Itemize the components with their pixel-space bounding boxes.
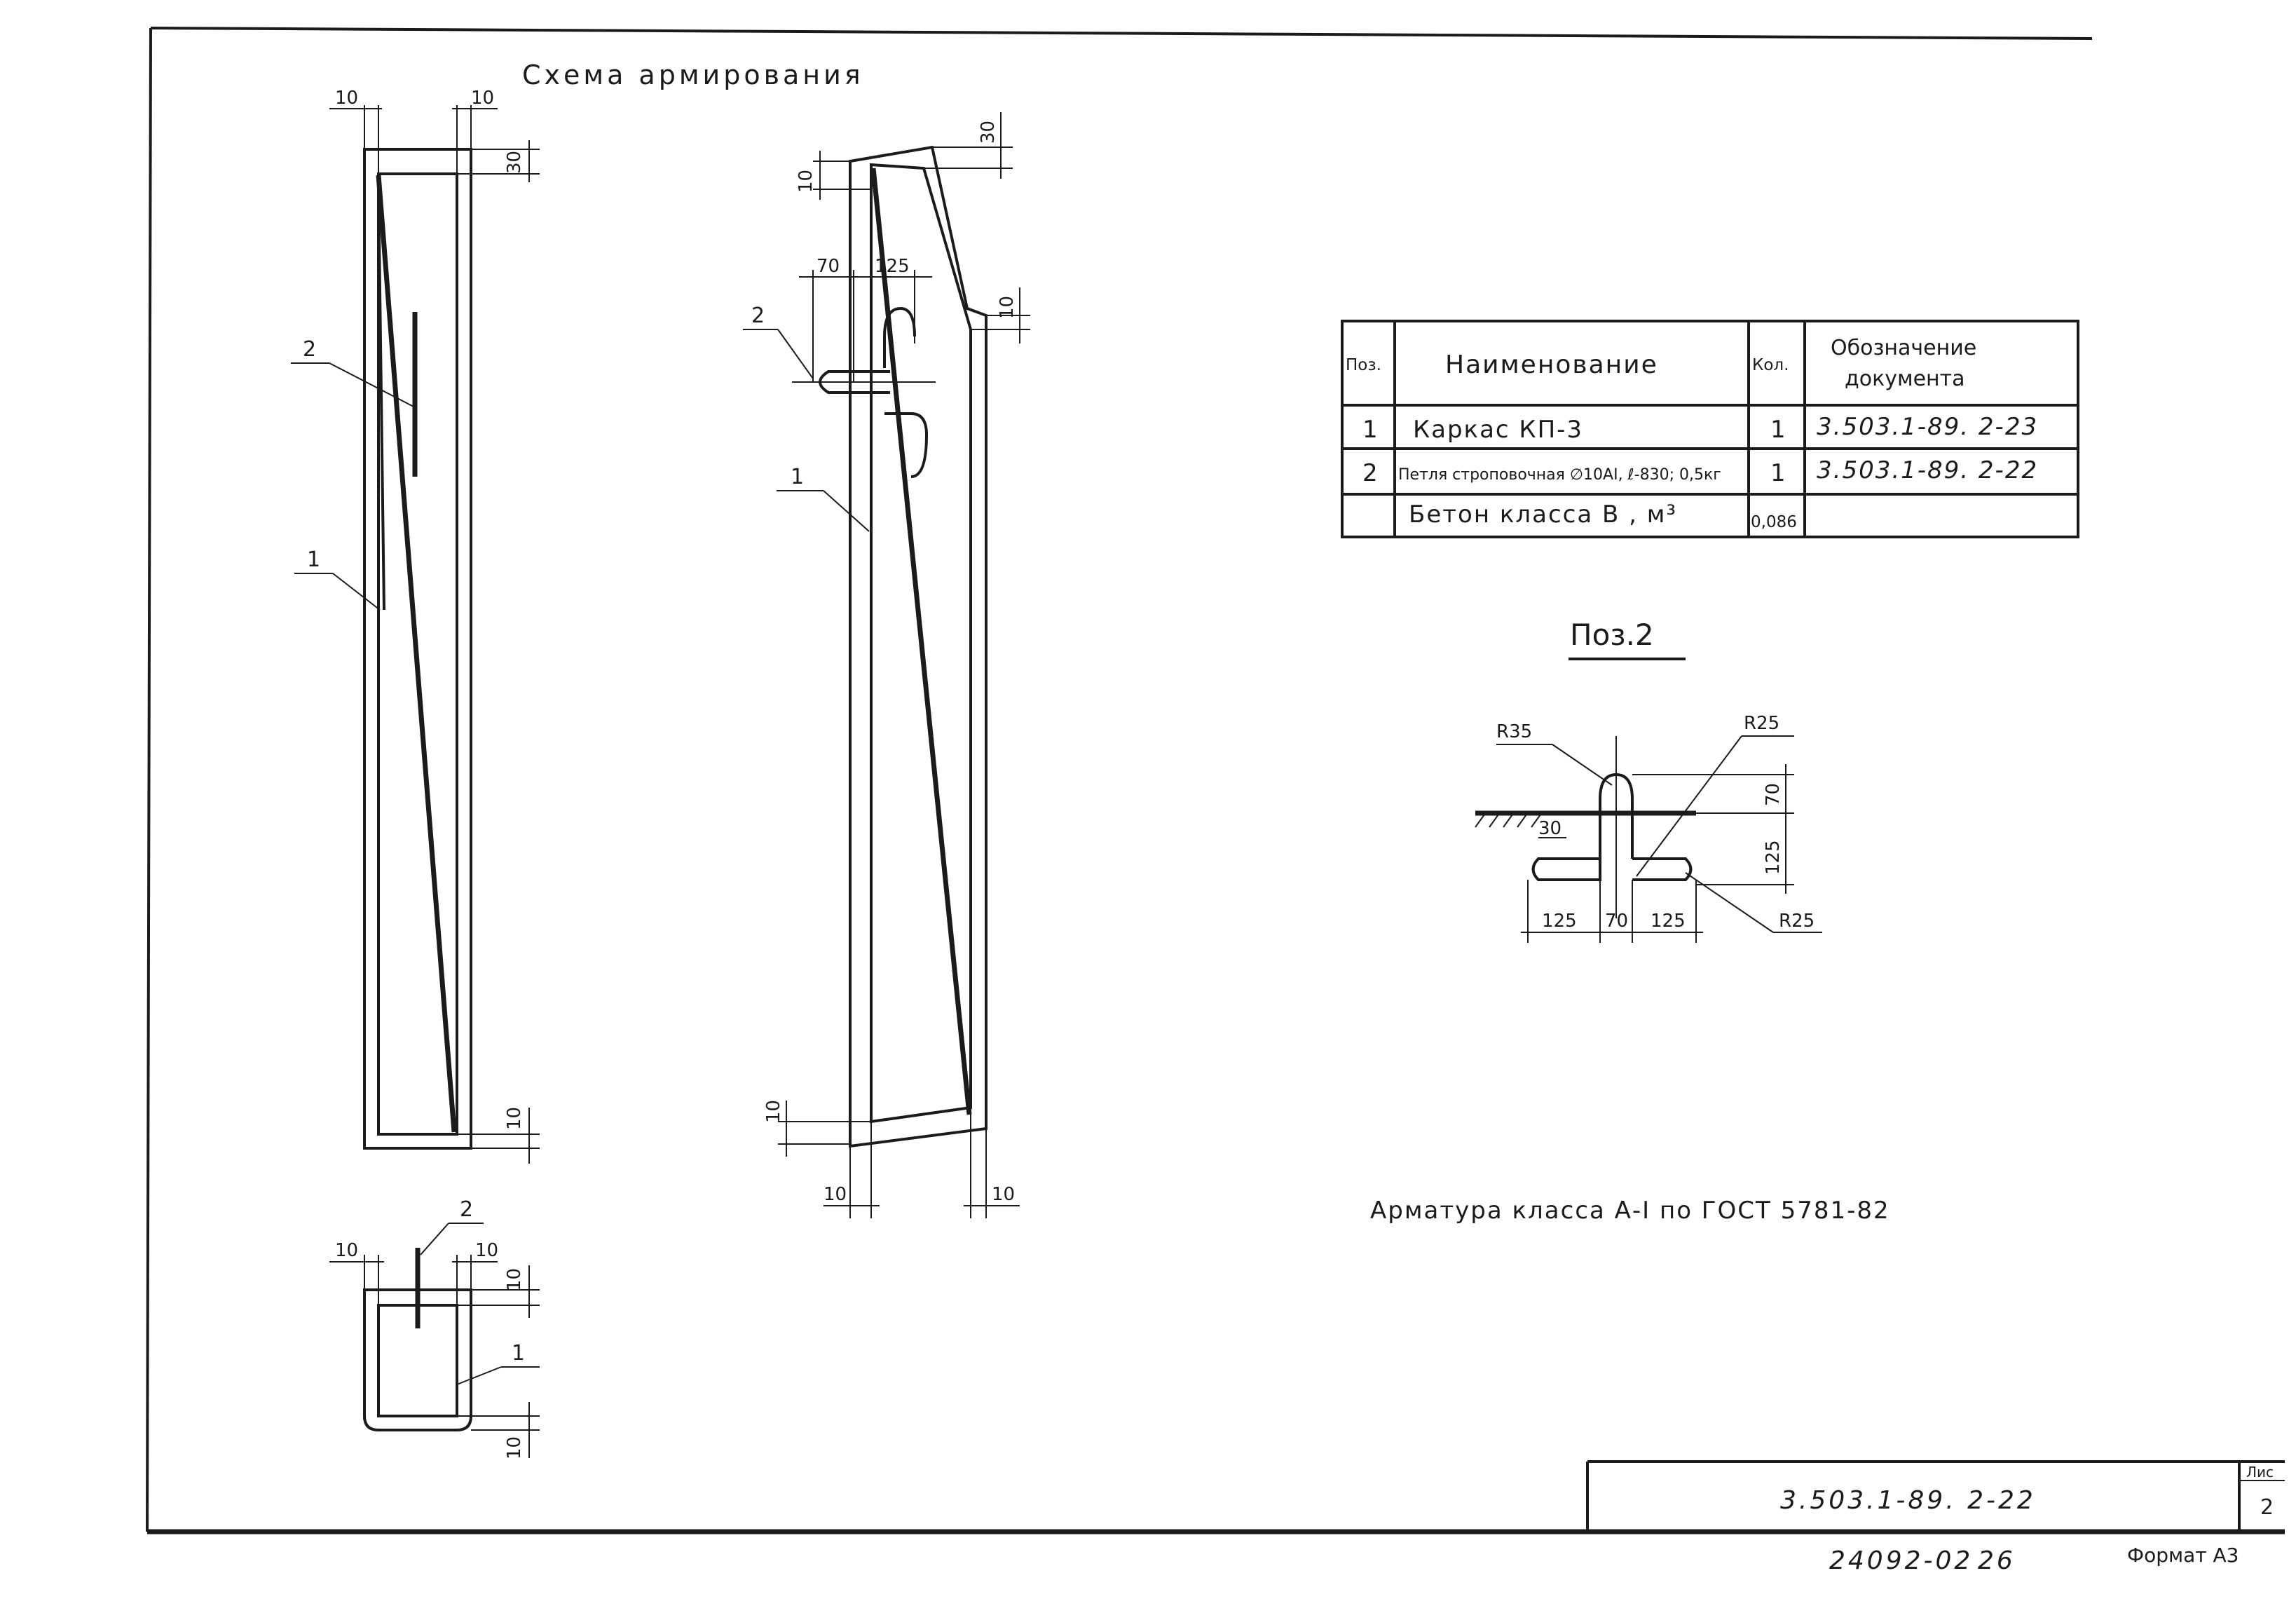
- callout-pos-1: 1: [307, 547, 320, 572]
- detail-dim-70-mid: 70: [1605, 911, 1628, 932]
- callout-pos-2: 2: [303, 337, 316, 362]
- dim-bottom-cover: 10: [504, 1107, 525, 1130]
- th-qty: Кол.: [1752, 356, 1789, 374]
- callout-side-pos-2: 2: [751, 304, 765, 328]
- row2-name: Петля строповочная ∅10АI, ℓ-830; 0,5кг: [1398, 466, 1721, 484]
- detail-pos-2: Поз.2 70 125 125 70 125: [1475, 618, 1822, 943]
- dim-sec-bottom: 10: [504, 1436, 525, 1459]
- th-doc-line1: Обозначение: [1831, 336, 1976, 360]
- view-front-elevation: 10 10 30 10 2 1: [291, 88, 540, 1164]
- dim-loop-height: 70: [816, 256, 840, 277]
- title-block: 3.503.1-89. 2-22 Лис 2 24092-02 26 Форма…: [1586, 1460, 2285, 1575]
- detail-title: Поз.2: [1570, 618, 1654, 652]
- detail-dim-125-right: 125: [1651, 911, 1686, 932]
- sheet-label: Лис: [2246, 1464, 2274, 1481]
- row2-doc: 3.503.1-89. 2-22: [1817, 456, 2038, 484]
- row1-pos: 1: [1362, 416, 1379, 444]
- doc-code: 3.503.1-89. 2-22: [1780, 1486, 2036, 1515]
- callout-sec-pos-1: 1: [512, 1341, 525, 1366]
- archive-number: 24092-02: [1829, 1546, 1973, 1575]
- detail-dim-30: 30: [1538, 818, 1562, 839]
- dim-side-bottom-left: 10: [824, 1184, 847, 1205]
- callout-side-pos-1: 1: [791, 465, 804, 489]
- format-label: Формат А3: [2127, 1544, 2239, 1567]
- row1-doc: 3.503.1-89. 2-23: [1817, 413, 2038, 441]
- row1-qty: 1: [1770, 416, 1787, 444]
- view-section: 10 10 10 10 2 1: [329, 1197, 540, 1459]
- dim-side-top-30: 30: [978, 121, 999, 144]
- row2-pos: 2: [1362, 459, 1379, 487]
- dim-side-bottom-right: 10: [992, 1184, 1015, 1205]
- detail-r25-bottom: R25: [1779, 911, 1815, 932]
- detail-dim-125-left: 125: [1542, 911, 1577, 932]
- row3-qty: 0,086: [1751, 513, 1797, 531]
- detail-r25-top: R25: [1744, 713, 1779, 734]
- dim-cover-right: 10: [471, 88, 494, 109]
- dim-side-bottom-10: 10: [763, 1100, 784, 1123]
- specification-table: Поз. Наименование Кол. Обозначение докум…: [1341, 320, 2079, 538]
- sheet-number: 2: [2260, 1495, 2274, 1520]
- dim-loop-offset: 125: [875, 256, 910, 277]
- dim-cover-left: 10: [335, 88, 358, 109]
- callout-sec-pos-2: 2: [460, 1197, 473, 1222]
- dim-side-mid-10: 10: [997, 296, 1018, 319]
- reinforcement-note: Арматура класса А-I по ГОСТ 5781-82: [1370, 1197, 1890, 1225]
- row3-name: Бетон класса В , м³: [1409, 501, 1677, 529]
- row2-qty: 1: [1770, 459, 1787, 487]
- scheme-title: Схема армирования: [522, 60, 864, 90]
- row1-name: Каркас КП-3: [1413, 416, 1583, 444]
- th-doc-line2: документа: [1845, 367, 1965, 391]
- detail-r35: R35: [1496, 721, 1532, 742]
- sheet-frame: [146, 27, 2285, 1534]
- dim-sec-right: 10: [475, 1240, 498, 1261]
- detail-dim-70: 70: [1763, 783, 1784, 806]
- th-pos: Поз.: [1346, 356, 1381, 374]
- dim-sec-left: 10: [335, 1240, 358, 1261]
- dim-sec-top: 10: [504, 1268, 525, 1291]
- dim-side-top-10: 10: [795, 170, 816, 193]
- detail-dim-125: 125: [1763, 840, 1784, 875]
- view-side-elevation: 70 125 10 30 10 10 10 10 2: [743, 112, 1030, 1218]
- dim-top-cover: 30: [504, 151, 525, 174]
- page-number: 26: [1978, 1546, 2016, 1575]
- th-name: Наименование: [1445, 350, 1658, 379]
